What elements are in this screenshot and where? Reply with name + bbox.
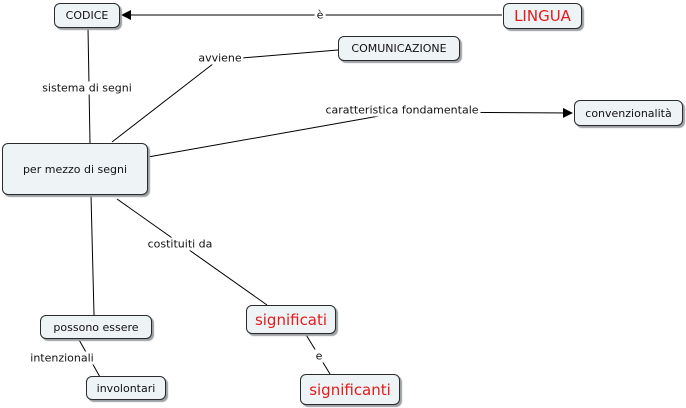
link-label-e-accent: è [314, 8, 326, 22]
line-segni-caratteristica [147, 111, 403, 158]
node-significati[interactable]: significati [246, 305, 336, 334]
node-per-mezzo-di-segni[interactable]: per mezzo di segni [2, 143, 148, 195]
line-segni-avviene [111, 59, 219, 143]
line-segni-possono [90, 194, 95, 316]
node-codice[interactable]: CODICE [54, 3, 120, 28]
node-lingua[interactable]: LINGUA [503, 3, 582, 29]
link-label-avviene: avviene [196, 51, 244, 65]
link-label-sistema-di-segni: sistema di segni [40, 81, 134, 95]
link-label-intenzionali: intenzionali [28, 351, 96, 365]
node-comunicazione[interactable]: COMUNICAZIONE [338, 36, 460, 61]
node-involontari[interactable]: involontari [86, 376, 166, 400]
node-possono-essere[interactable]: possono essere [40, 315, 152, 339]
node-significanti[interactable]: significanti [300, 374, 400, 405]
link-label-e: e [313, 349, 325, 363]
node-convenzionalita[interactable]: convenzionalità [574, 100, 683, 126]
link-label-costituiti-da: costituiti da [145, 237, 215, 251]
line-segni-significati [116, 198, 268, 306]
link-label-caratteristica-fondamentale: caratteristica fondamentale [323, 103, 481, 117]
